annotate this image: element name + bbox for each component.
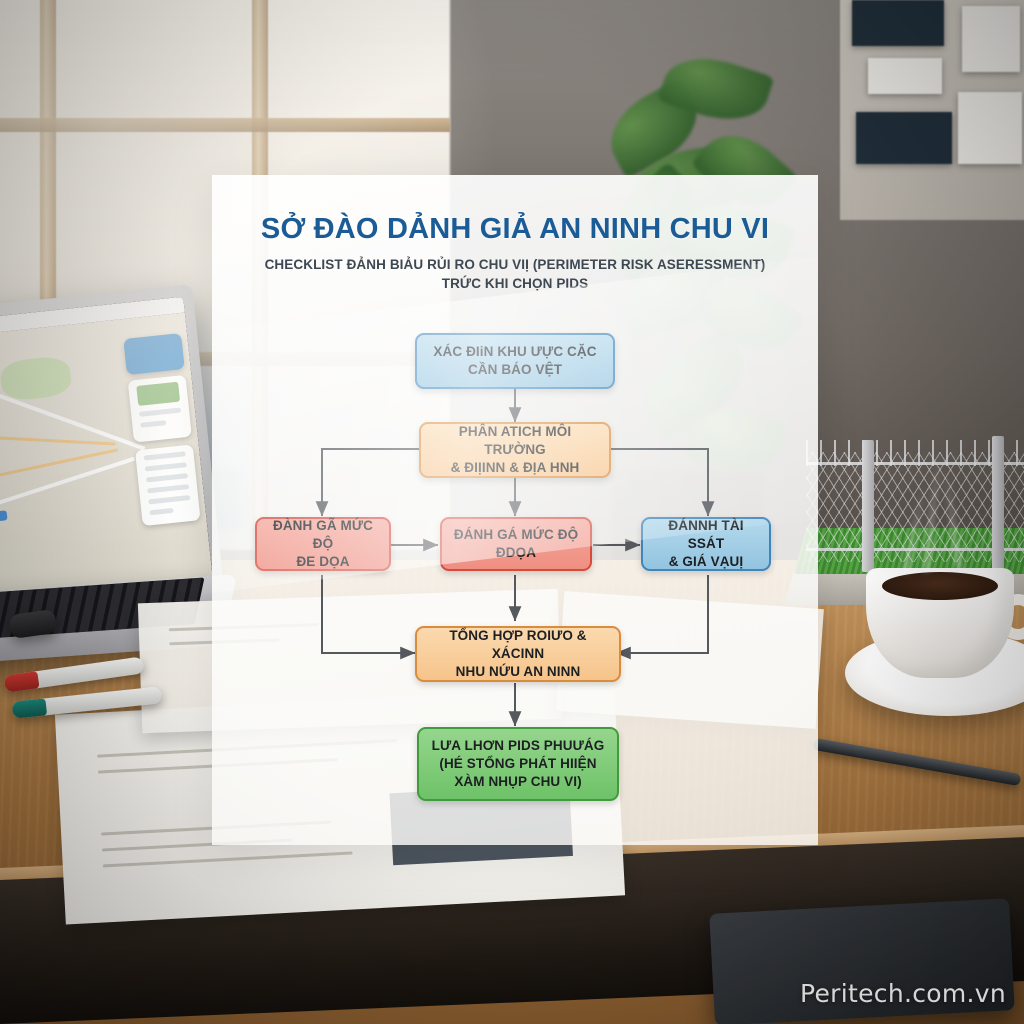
pinned-card (962, 6, 1020, 72)
flow-node-scope-line2: CẦN BÁO VỆT (467, 362, 563, 377)
flow-node-risk-level-line2: ĐDỌA (495, 545, 537, 560)
flow-node-environment-line2: & ĐIỊINN & ĐỊA HNH (450, 460, 580, 475)
map-place-card[interactable] (127, 374, 192, 443)
map-results-list[interactable] (134, 444, 201, 527)
flow-node-scope[interactable]: XÁC ĐIiN KHU ƯỰC CẶC CẦN BÁO VỆT (415, 333, 615, 389)
fence-spikes (806, 440, 1024, 466)
pinned-card (852, 0, 944, 46)
flow-node-summary[interactable]: TỔNG HỢP ROIƯO & XÁCINN NHU NỨU AN NINN (415, 626, 621, 682)
map-park (0, 354, 73, 403)
flow-node-environment-line1: PHÂN ATICH MÔI TRƯỜNG (458, 424, 572, 457)
flow-node-asset-value-line2: & GIÁ VẠUỊ (668, 554, 744, 569)
pinned-card (958, 92, 1022, 164)
map-search-panel[interactable] (123, 333, 185, 375)
fence-rail (806, 548, 1024, 551)
flow-node-scope-line1: XÁC ĐIiN KHU ƯỰC CẶC (433, 344, 597, 359)
fence-mesh (806, 452, 1024, 562)
flow-node-risk-level[interactable]: ĐÁNH GÁ MỨC ĐỘ ĐDỌA (440, 517, 592, 571)
flow-node-select-pids-line2: (HÉ STỔNG PHÁT HIIỆN (439, 756, 597, 771)
map-pin[interactable] (0, 510, 8, 522)
flow-node-select-pids-line3: XÀM NHỤP CHU VI) (454, 774, 582, 789)
page-title: SỞ ĐÀO DẢNH GIẢ AN NINH CHU VI (260, 213, 770, 245)
fence-rail (806, 462, 1024, 465)
fence-post (992, 436, 1004, 576)
flow-node-environment[interactable]: PHÂN ATICH MÔI TRƯỜNG & ĐIỊINN & ĐỊA HNH (419, 422, 611, 478)
flow-node-asset-value-line1: ĐÁNNH TÀI SSÁT (668, 518, 744, 551)
fence-post (862, 440, 874, 572)
flow-node-threat-level-line2: ĐE DỌA (296, 554, 350, 569)
flow-node-select-pids-line1: LƯA LHƠN PIDS PHUƯÁG (431, 738, 605, 753)
flow-node-threat-level-line1: ĐÀNH GÃ MỨC ĐỘ (272, 518, 374, 551)
infographic-panel: SỞ ĐÀO DẢNH GIẢ AN NINH CHU VI CHECKLIST… (212, 175, 818, 845)
flow-node-summary-line2: NHU NỨU AN NINN (455, 664, 581, 679)
watermark: Peritech.com.vn (800, 979, 1006, 1008)
coffee-liquid (882, 572, 998, 600)
flowchart: XÁC ĐIiN KHU ƯỰC CẶC CẦN BÁO VỆT PHÂN AT… (212, 175, 818, 845)
flow-node-asset-value[interactable]: ĐÁNNH TÀI SSÁT & GIÁ VẠUỊ (641, 517, 771, 571)
flow-node-threat-level[interactable]: ĐÀNH GÃ MỨC ĐỘ ĐE DỌA (255, 517, 391, 571)
window-mullion-horizontal (0, 118, 450, 132)
pinned-card (856, 112, 952, 164)
flow-node-risk-level-line1: ĐÁNH GÁ MỨC ĐỘ (453, 527, 579, 542)
flow-node-summary-line1: TỔNG HỢP ROIƯO & XÁCINN (449, 628, 587, 661)
pinned-card (868, 58, 942, 94)
flow-node-select-pids[interactable]: LƯA LHƠN PIDS PHUƯÁG (HÉ STỔNG PHÁT HIIỆ… (417, 727, 619, 801)
